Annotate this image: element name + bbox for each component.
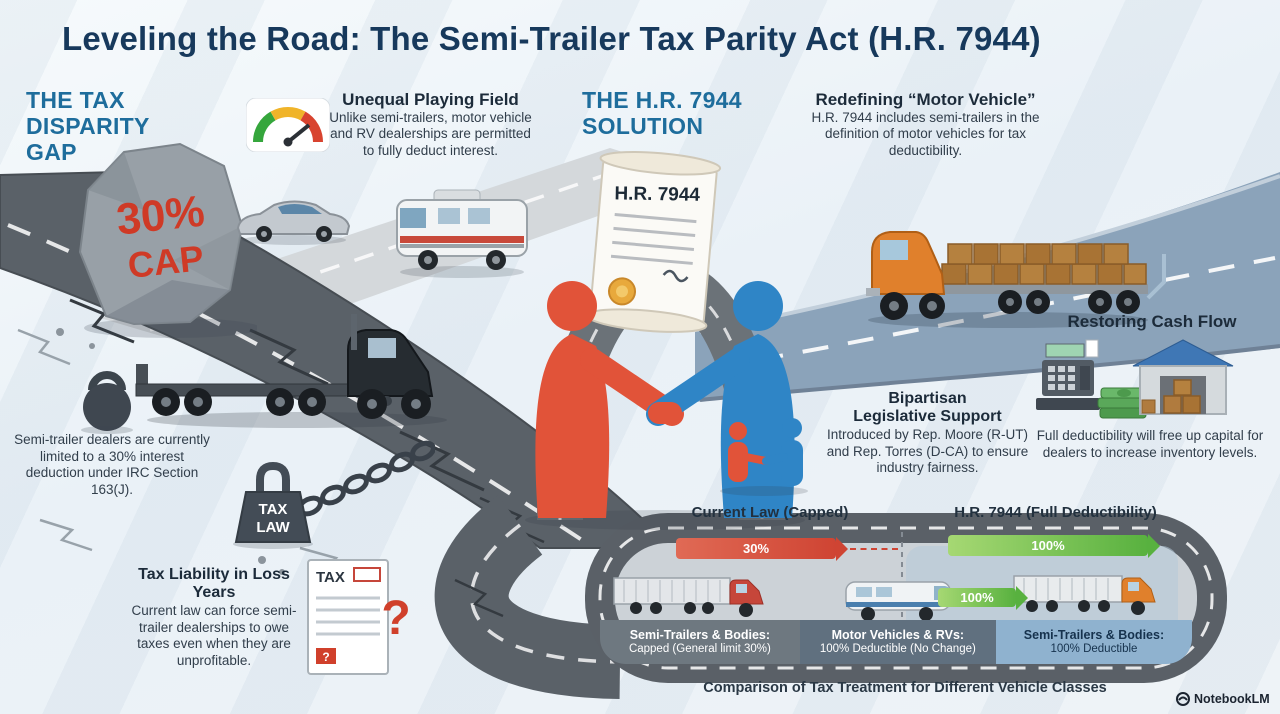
redefining-body: H.R. 7944 includes semi-trailers in the …	[811, 109, 1040, 159]
scroll-label: H.R. 7944	[614, 183, 700, 205]
comparison-col-motor: Motor Vehicles & RVs: 100% Deductible (N…	[799, 620, 996, 664]
tax-law-weight-icon: TAX LAW	[233, 461, 313, 549]
signature-squiggle	[662, 269, 689, 283]
car-icon	[236, 200, 351, 245]
capped-dashed-line	[850, 548, 898, 550]
notebooklm-logo-icon	[1176, 692, 1190, 706]
comparison-col-full: Semi-Trailers & Bodies: 100% Deductible	[995, 620, 1192, 664]
col-title: Semi-Trailers & Bodies:	[1023, 627, 1165, 642]
redefining-block: Redefining “Motor Vehicle” H.R. 7944 inc…	[788, 90, 1063, 160]
chain-icon	[300, 440, 435, 517]
full-arrow: 100%	[948, 535, 1148, 556]
watermark-text: NotebookLM	[1194, 692, 1270, 706]
unequal-playing-field-block: Unequal Playing Field Unlike semi-traile…	[328, 90, 533, 160]
comparison-band: Semi-Trailers & Bodies: Capped (General …	[600, 620, 1192, 664]
redefining-heading: Redefining “Motor Vehicle”	[815, 90, 1036, 109]
clasped-hands	[648, 402, 682, 424]
rock-cap-label: CAP	[126, 237, 206, 286]
loss-years-block: Tax Liability in Loss Years Current law …	[128, 566, 300, 670]
weight-icon	[81, 371, 133, 434]
orange-semi-truck-icon	[866, 231, 1148, 328]
gauge-icon	[246, 98, 330, 152]
limit-body: Semi-trailer dealers are currently limit…	[14, 432, 210, 498]
rock-pct-label: 30%	[114, 187, 207, 245]
bipartisan-body: Introduced by Rep. Moore (R-UT) and Rep.…	[826, 426, 1029, 476]
loss-heading: Tax Liability in Loss Years	[138, 566, 290, 602]
scroll-icon: H.R. 7944	[585, 150, 722, 333]
current-law-label: Current Law (Capped)	[691, 504, 849, 521]
page-title: Leveling the Road: The Semi-Trailer Tax …	[62, 20, 1041, 57]
callout-connector	[1146, 254, 1166, 300]
tax-doc-label: TAX	[316, 569, 345, 586]
small-figures-icon	[720, 418, 808, 496]
weight-label-law: LAW	[256, 519, 290, 536]
watermark: NotebookLM	[1176, 692, 1270, 706]
mid-arrow: 100%	[938, 588, 1016, 607]
section-heading-disparity: THE TAX DISPARITY GAP	[26, 87, 150, 165]
capped-pct: 30%	[742, 541, 770, 556]
semi-trailer-truck-icon	[135, 314, 447, 428]
bipartisan-block: Bipartisan Legislative Support Introduce…	[820, 390, 1035, 477]
rock-30-percent-cap: 30% CAP	[78, 142, 257, 338]
loss-body: Current law can force semi-trailer deale…	[131, 602, 297, 668]
tax-document-icon: TAX ? ?	[307, 559, 411, 675]
mini-semi-truck-capped-icon	[613, 577, 764, 617]
comparison-col-capped: Semi-Trailers & Bodies: Capped (General …	[600, 620, 800, 664]
full-pct: 100%	[1031, 538, 1065, 553]
handshake-icon	[525, 281, 805, 530]
bipartisan-heading: Bipartisan Legislative Support	[853, 390, 1002, 426]
comparison-caption: Comparison of Tax Treatment for Differen…	[703, 680, 1107, 696]
cash-register-icon	[1036, 339, 1100, 410]
question-icon-small: ?	[322, 650, 329, 664]
unequal-body: Unlike semi-trailers, motor vehicle and …	[329, 109, 532, 159]
cashflow-heading: Restoring Cash Flow	[1067, 312, 1237, 331]
hr7944-label: H.R. 7944 (Full Deductibility)	[954, 504, 1157, 521]
section-heading-solution: THE H.R. 7944 SOLUTION	[582, 87, 742, 139]
col-detail: 100% Deductible (No Change)	[819, 642, 976, 655]
col-title: Semi-Trailers & Bodies:	[629, 627, 771, 642]
mini-semi-truck-full-icon	[1013, 575, 1156, 615]
rv-icon	[396, 189, 528, 278]
weight-label-tax: TAX	[259, 501, 288, 518]
col-detail: 100% Deductible	[1050, 642, 1138, 655]
col-title: Motor Vehicles & RVs:	[831, 627, 965, 642]
warehouse-icon	[1132, 339, 1234, 415]
mid-pct: 100%	[960, 590, 994, 605]
capped-arrow: 30%	[676, 538, 836, 559]
unequal-heading: Unequal Playing Field	[342, 90, 519, 109]
col-detail: Capped (General limit 30%)	[628, 642, 771, 655]
cashflow-body: Full deductibility will free up capital …	[1036, 428, 1264, 460]
question-icon: ?	[381, 592, 410, 645]
